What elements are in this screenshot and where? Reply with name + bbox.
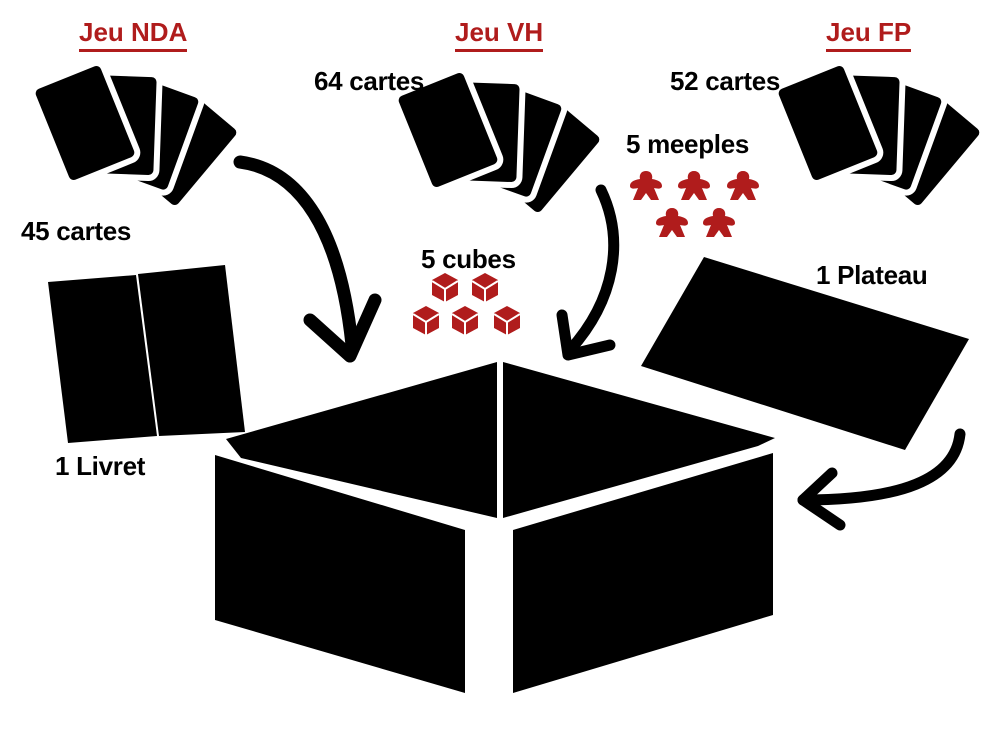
meeples-label: 5 meeples: [626, 129, 750, 159]
meeple-icon: [703, 208, 735, 237]
card-fan-icon-fp: [773, 61, 985, 212]
game-board-icon: [641, 257, 969, 450]
game-title-nda: Jeu NDA: [79, 19, 188, 52]
cube-icon: [412, 305, 440, 336]
card-fan-icon-vh: [393, 68, 605, 219]
curved-arrow-icon-vh: [556, 184, 620, 361]
cube-icon: [431, 272, 459, 303]
game-title-vh: Jeu VH: [455, 19, 544, 52]
cards-count-nda: 45 cartes: [21, 216, 132, 246]
cube-icon: [471, 272, 499, 303]
cubes-label: 5 cubes: [421, 244, 516, 274]
board-label: 1 Plateau: [816, 260, 928, 290]
cube-group: [412, 272, 521, 336]
curved-arrow-icon-fp: [797, 428, 966, 531]
open-box-icon: [215, 362, 775, 693]
booklet-label: 1 Livret: [55, 451, 146, 481]
open-booklet-icon: [48, 265, 245, 443]
cards-count-vh: 64 cartes: [314, 66, 425, 96]
game-title-fp: Jeu FP: [826, 19, 912, 52]
meeple-icon: [727, 171, 759, 200]
card-fan-icon-nda: [30, 61, 242, 212]
cards-count-fp: 52 cartes: [670, 66, 781, 96]
meeple-icon: [630, 171, 662, 200]
curved-arrow-icon-nda: [233, 155, 382, 363]
cube-icon: [451, 305, 479, 336]
meeple-icon: [656, 208, 688, 237]
meeple-group: [630, 171, 759, 237]
cube-icon: [493, 305, 521, 336]
meeple-icon: [678, 171, 710, 200]
